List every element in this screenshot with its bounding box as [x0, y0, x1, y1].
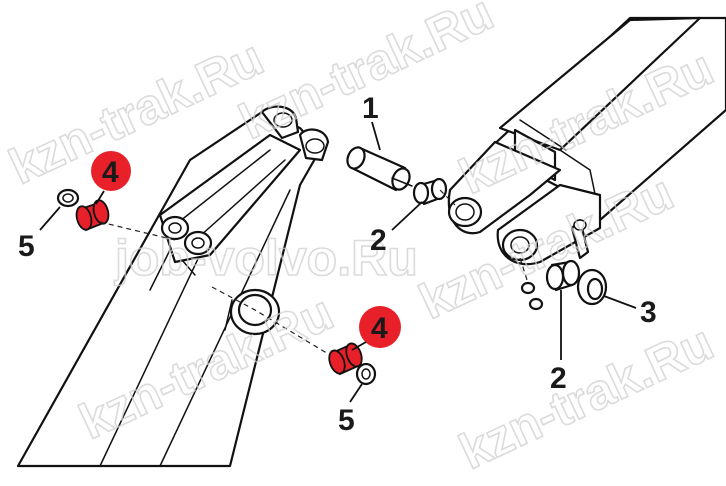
- callout-2-upper: 2: [370, 201, 423, 257]
- washer-part-5-upper: [56, 188, 80, 208]
- dipper-arm: [16, 105, 330, 468]
- watermark-3: job-volvo.Ru: [114, 230, 418, 286]
- bushing-part-4-lower: [328, 342, 363, 376]
- assembly-axis-lines: [99, 189, 456, 356]
- watermark-7: kzn-trak.Ru: [451, 314, 721, 480]
- callout-2-lower: 2: [550, 290, 567, 395]
- callout-5-lower: 5: [338, 383, 363, 437]
- callout-4-lower: 4: [351, 306, 401, 351]
- callout-label-1: 1: [362, 92, 379, 125]
- callout-label-4-upper: 4: [102, 156, 119, 189]
- callout-5-upper: 5: [18, 206, 61, 263]
- callout-label-3: 3: [640, 296, 657, 329]
- callout-badge-4-upper: [91, 151, 131, 191]
- pin-part-1: [346, 146, 413, 192]
- callout-4-upper: 4: [91, 151, 131, 205]
- callout-label-4-lower: 4: [371, 312, 388, 345]
- callout-3: 3: [603, 295, 657, 329]
- callout-label-5-lower: 5: [338, 404, 355, 437]
- bushing-part-2-upper: [412, 177, 448, 206]
- shim-ring-part-3: [576, 268, 608, 306]
- callout-badge-4-lower: [359, 306, 401, 348]
- boom: [447, 16, 726, 311]
- callout-1: 1: [362, 92, 381, 151]
- callout-label-2-lower: 2: [550, 362, 567, 395]
- callout-label-2-upper: 2: [370, 224, 387, 257]
- bushing-part-4-upper: [75, 199, 110, 232]
- watermark-2: kzn-trak.Ru: [231, 0, 501, 150]
- bushing-part-2-lower: [545, 259, 581, 292]
- callout-label-5-upper: 5: [18, 230, 35, 263]
- washer-part-5-lower: [355, 362, 377, 386]
